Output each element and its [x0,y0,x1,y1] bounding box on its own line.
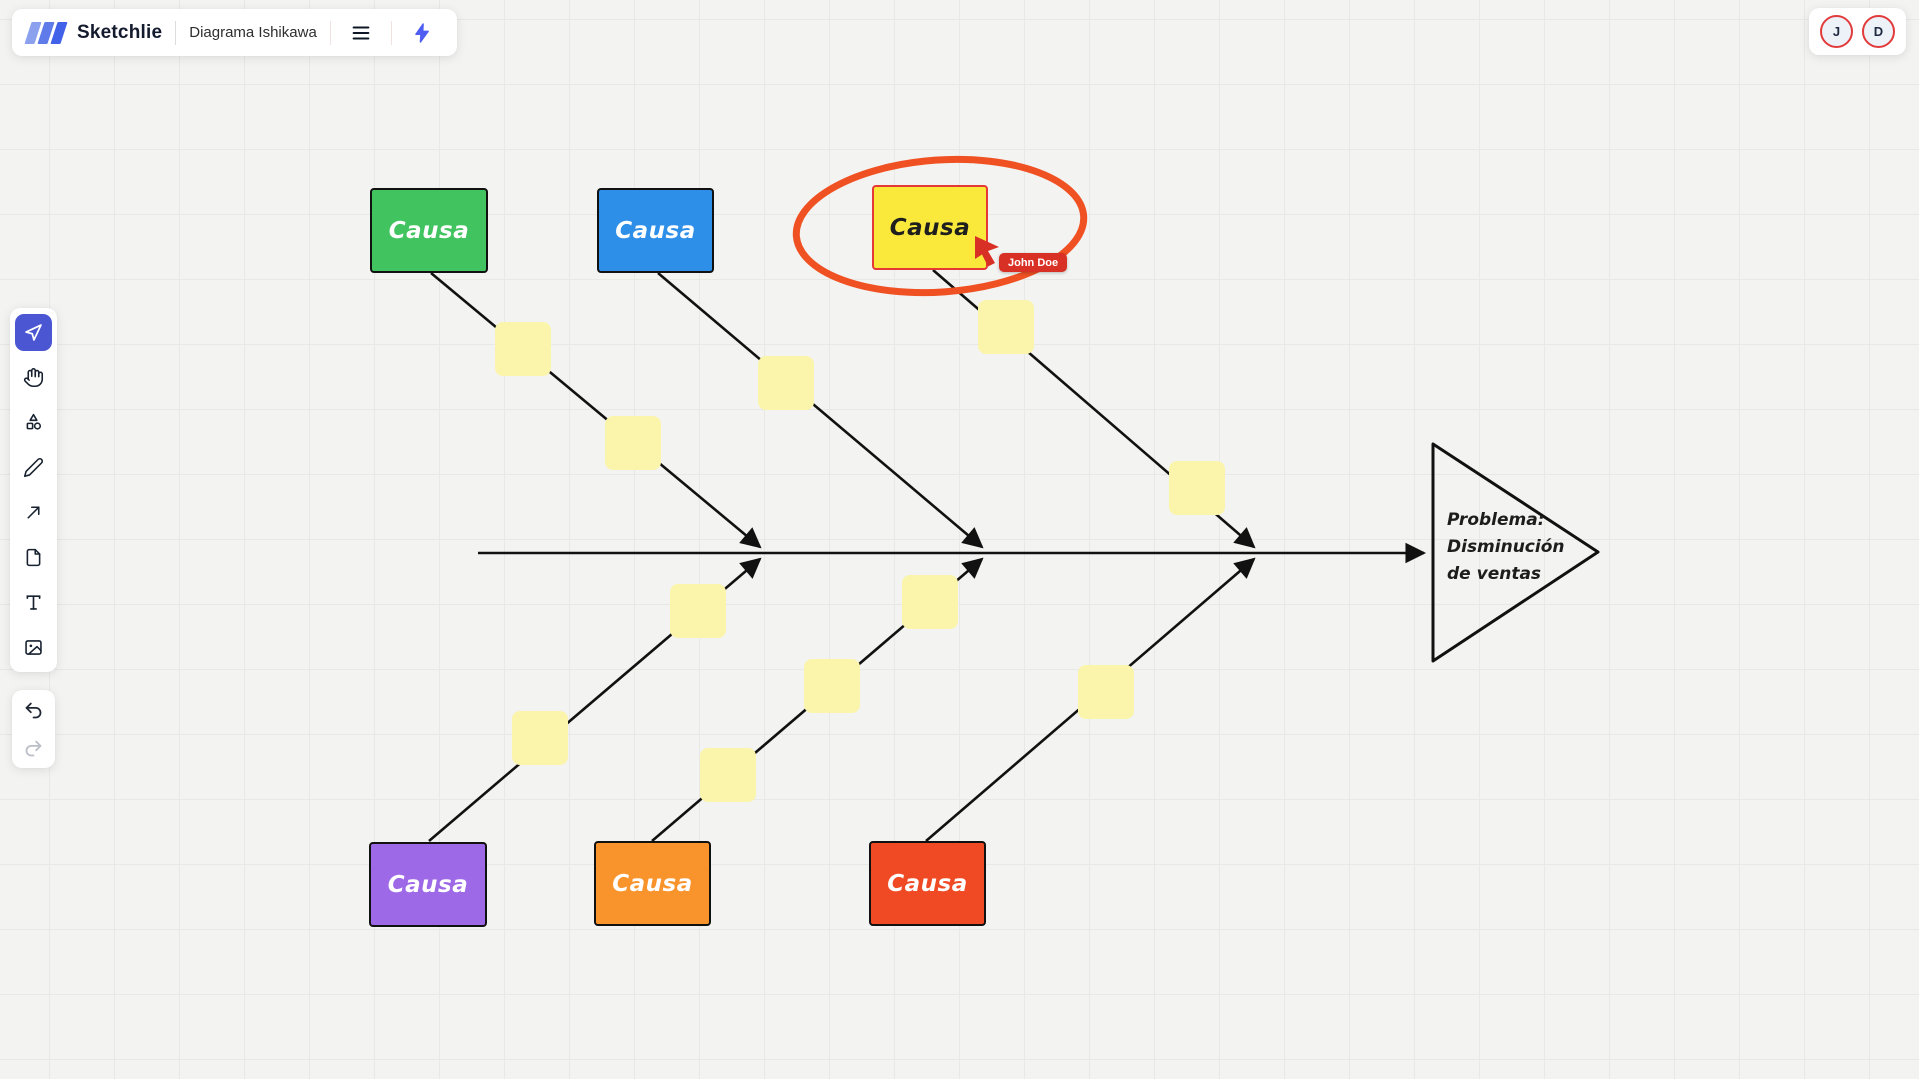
menu-button[interactable] [344,16,378,50]
undo-button[interactable] [20,698,48,722]
avatar[interactable]: D [1862,15,1895,48]
sticky-note[interactable] [1169,461,1225,515]
redo-icon [25,740,42,756]
redo-button[interactable] [20,736,48,760]
cause-box-top-3[interactable]: Causa [872,185,988,270]
cause-box-label: Causa [887,870,968,897]
sticky-note[interactable] [804,659,860,713]
sticky-note[interactable] [495,322,551,376]
remote-cursor-label: John Doe [999,253,1068,272]
history-panel [12,690,55,768]
cause-box-bottom-3[interactable]: Causa [869,841,986,926]
shapes-icon [26,413,42,430]
text-icon [26,595,41,610]
select-cursor-icon [25,324,42,341]
header-panel: Sketchlie Diagrama Ishikawa [12,9,457,56]
sticky-note[interactable] [758,356,814,410]
app-name: Sketchlie [77,21,163,43]
divider [175,20,177,45]
problem-line: Problema: [1447,510,1545,530]
tool-image[interactable] [15,629,52,666]
sticky-note[interactable] [978,300,1034,354]
sticky-note[interactable] [670,584,726,638]
undo-icon [25,702,42,718]
sticky-note[interactable] [902,575,958,629]
cause-box-bottom-1[interactable]: Causa [369,842,487,927]
cause-box-label: Causa [388,217,470,244]
tool-pencil[interactable] [15,449,52,486]
sticky-note[interactable] [700,748,756,802]
tool-select[interactable] [15,314,52,351]
lightning-icon [415,22,429,43]
image-icon [25,640,42,655]
cause-box-label: Causa [889,214,971,241]
pencil-icon [23,457,44,478]
cause-box-label: Causa [387,871,469,898]
problem-line: de ventas [1447,564,1542,585]
presence-panel: J D [1809,8,1906,55]
problem-text[interactable]: Problema: Disminución de ventas [1447,507,1597,589]
avatar[interactable]: J [1820,15,1853,48]
sticky-note[interactable] [1078,665,1134,719]
tool-note[interactable] [15,539,52,576]
tool-pan[interactable] [15,359,52,396]
branch-top-2 [657,272,984,549]
sketchlie-logo-icon [24,21,68,45]
branch-top-1 [430,272,762,549]
toolbar-panel [10,308,57,672]
cause-box-bottom-2[interactable]: Causa [594,841,711,926]
arrow-up-right-icon [27,506,40,519]
sticky-note[interactable] [512,711,568,765]
cause-box-top-2[interactable]: Causa [597,188,714,273]
divider [329,20,331,45]
cause-box-label: Causa [612,870,693,897]
note-icon [26,548,41,567]
cause-box-top-1[interactable]: Causa [370,188,488,273]
sticky-note[interactable] [605,416,661,470]
tool-text[interactable] [15,584,52,621]
cause-box-label: Causa [615,217,696,244]
hand-icon [23,368,44,388]
tool-shapes[interactable] [15,404,52,441]
tool-arrow[interactable] [15,494,52,531]
board-title[interactable]: Diagrama Ishikawa [189,24,317,41]
divider [390,20,392,45]
boost-button[interactable] [405,16,439,50]
problem-line: Disminución [1447,537,1565,558]
hamburger-icon [352,25,370,40]
